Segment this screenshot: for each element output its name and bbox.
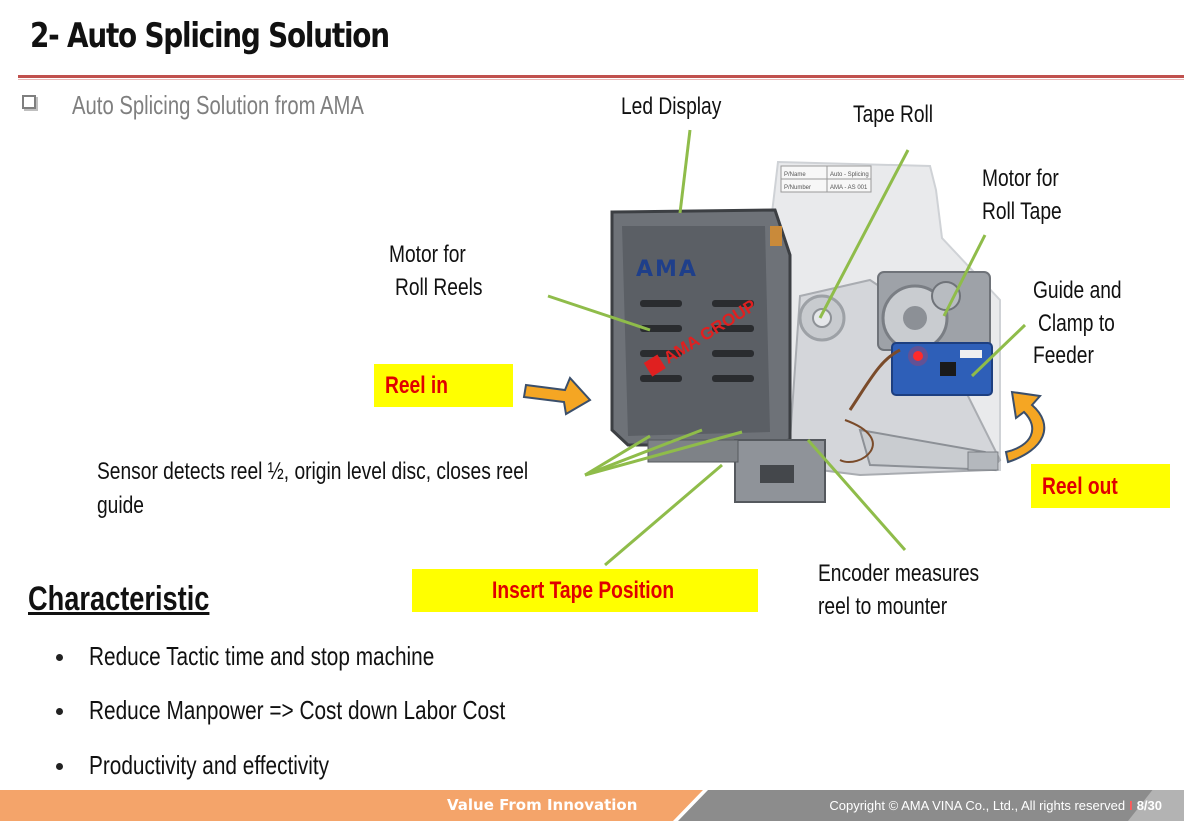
label-plate-value-2: AMA - AS 001 bbox=[830, 185, 868, 191]
footer-copyright-block: Copyright © AMA VINA Co., Ltd., All righ… bbox=[829, 798, 1162, 813]
callout-encoder-1: Encoder measures bbox=[818, 560, 980, 587]
footer-copyright: Copyright © AMA VINA Co., Ltd., All righ… bbox=[829, 798, 1126, 813]
bullet-dot-icon bbox=[56, 654, 63, 661]
slide-title: 2- Auto Splicing Solution bbox=[30, 16, 390, 56]
insert-tape-block bbox=[734, 439, 826, 503]
callout-line-encoder bbox=[806, 439, 907, 551]
label-plate-value-1: Auto - Splicing bbox=[830, 172, 869, 178]
insert-tape-box: Insert Tape Position bbox=[412, 569, 758, 612]
callout-line-insert bbox=[604, 463, 723, 567]
main-housing bbox=[610, 208, 792, 447]
motor-roll-tape-gear bbox=[881, 284, 949, 352]
callout-line-sensor-1 bbox=[584, 434, 651, 477]
callout-guide-2: Clamp to bbox=[1038, 310, 1115, 337]
callout-sensor: Sensor detects reel ½, origin level disc… bbox=[97, 458, 529, 519]
callout-guide-1: Guide and bbox=[1033, 277, 1122, 304]
title-divider-shadow bbox=[18, 79, 1184, 80]
callout-encoder-2: reel to mounter bbox=[818, 593, 948, 620]
bullet-dot-icon bbox=[56, 708, 63, 715]
callout-line-motor-reels bbox=[547, 294, 651, 332]
reel-out-arrow-icon bbox=[1004, 390, 1046, 464]
callout-motor-roll-tape-2: Roll Tape bbox=[982, 198, 1062, 225]
characteristic-item: Reduce Manpower => Cost down Labor Cost bbox=[89, 695, 506, 725]
callout-line-sensor-3 bbox=[584, 430, 743, 477]
callout-line-guide bbox=[970, 323, 1027, 378]
characteristic-heading: Characteristic bbox=[28, 580, 210, 618]
ama-brand-logo: AMA bbox=[636, 257, 698, 282]
tape-roll-hub bbox=[798, 294, 846, 342]
label-plate-key-1: P/Name bbox=[784, 172, 806, 178]
characteristic-item: Productivity and effectivity bbox=[89, 750, 330, 780]
callout-motor-roll-reels-2: Roll Reels bbox=[395, 274, 483, 301]
reel-in-box: Reel in bbox=[374, 364, 513, 407]
ama-group-logo: AMA GROUP bbox=[660, 296, 759, 368]
reel-out-label: Reel out bbox=[1042, 473, 1118, 500]
insert-tape-label: Insert Tape Position bbox=[492, 577, 675, 604]
callout-line-sensor-2 bbox=[584, 428, 703, 477]
label-plate-key-2: P/Number bbox=[784, 185, 811, 191]
page-number: 8/30 bbox=[1136, 798, 1162, 813]
callout-line-motor-tape bbox=[942, 234, 987, 317]
back-plate bbox=[769, 160, 1001, 471]
checkbox-bullet-icon bbox=[22, 95, 36, 109]
label-plate bbox=[780, 165, 872, 193]
feeder-arm bbox=[858, 428, 997, 472]
callout-motor-roll-tape-1: Motor for bbox=[982, 165, 1059, 192]
callout-tape-roll: Tape Roll bbox=[853, 101, 934, 128]
ama-group-logo-icon bbox=[643, 354, 666, 377]
footer-band bbox=[0, 790, 1184, 821]
callout-line-tape-roll bbox=[818, 149, 910, 319]
callout-led-display: Led Display bbox=[621, 93, 722, 120]
reel-out-box: Reel out bbox=[1031, 464, 1170, 508]
characteristic-item: Reduce Tactic time and stop machine bbox=[89, 641, 435, 671]
subtitle: Auto Splicing Solution from AMA bbox=[72, 90, 364, 120]
callout-line-led bbox=[678, 129, 692, 214]
reel-in-label: Reel in bbox=[385, 372, 448, 399]
callout-guide-3: Feeder bbox=[1033, 342, 1094, 369]
pcb-board bbox=[891, 342, 993, 396]
middle-plate bbox=[788, 278, 1002, 477]
motor-housing bbox=[877, 271, 991, 351]
reel-in-arrow-icon bbox=[522, 376, 592, 416]
footer-separator: I bbox=[1129, 798, 1133, 813]
callout-motor-roll-reels-1: Motor for bbox=[389, 241, 466, 268]
title-divider bbox=[18, 75, 1184, 78]
bullet-dot-icon bbox=[56, 763, 63, 770]
footer-slogan: Value From Innovation bbox=[447, 796, 638, 814]
